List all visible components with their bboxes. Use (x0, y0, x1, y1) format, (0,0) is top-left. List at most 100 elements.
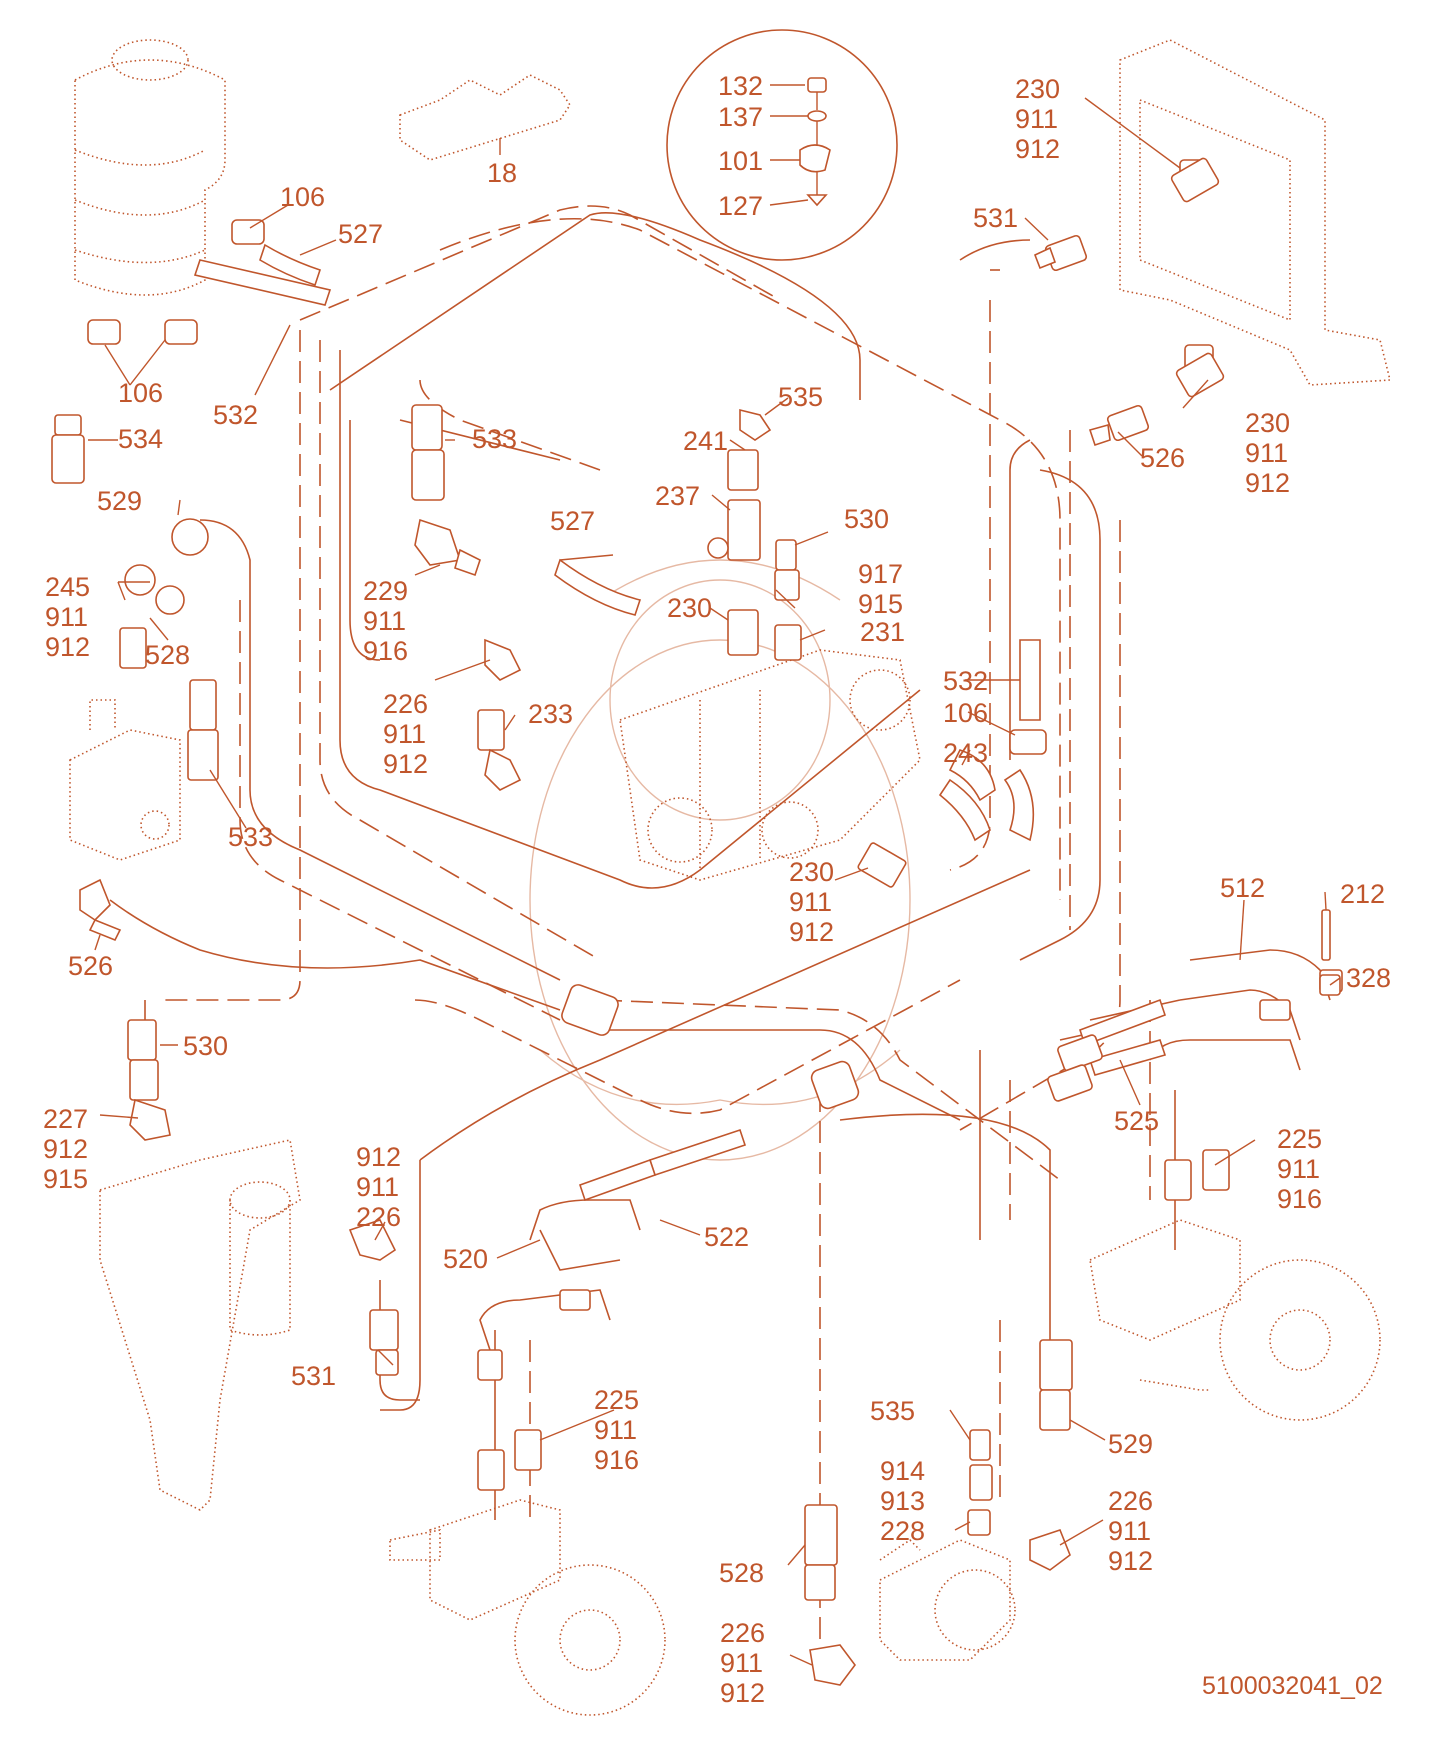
callout-529-right: 529 (1108, 1429, 1153, 1459)
callout-915-227: 915 (43, 1164, 88, 1194)
manifold-left (479, 1179, 641, 1351)
callout-226-bottom: 226 (720, 1618, 765, 1648)
callout-535-top: 535 (778, 382, 823, 412)
callout-227: 227 (43, 1104, 88, 1134)
hose-routing (109, 205, 1176, 1640)
callout-912-531stack: 912 (356, 1142, 401, 1172)
watermark-figure (529, 559, 911, 1161)
filter-assembly (74, 39, 226, 296)
callout-526-left: 526 (68, 951, 113, 981)
callout-916-229: 916 (363, 636, 408, 666)
callout-101: 101 (718, 146, 763, 176)
callout-913: 913 (880, 1486, 925, 1516)
callout-912-226mid: 912 (383, 749, 428, 779)
callout-525: 525 (1114, 1106, 1159, 1136)
callout-916-225right: 916 (1277, 1184, 1322, 1214)
callout-533-left: 533 (228, 822, 273, 852)
callout-911-226bottom: 911 (720, 1648, 763, 1678)
callout-916-225left: 916 (594, 1445, 639, 1475)
callout-528-bottom: 528 (719, 1558, 764, 1588)
callout-527-mid: 527 (550, 506, 595, 536)
callout-231: 231 (860, 617, 905, 647)
callout-237: 237 (655, 481, 700, 511)
callout-233: 233 (528, 699, 573, 729)
callout-912-226right: 912 (1108, 1546, 1153, 1576)
callout-915-917: 915 (858, 589, 903, 619)
callout-911-225right: 911 (1277, 1154, 1320, 1184)
manifold-right (1059, 949, 1343, 1071)
callout-533-top: 533 (472, 424, 517, 454)
callout-229: 229 (363, 576, 408, 606)
drive-motor-center (879, 1538, 1016, 1661)
callout-106-right: 106 (943, 698, 988, 728)
callout-137: 137 (718, 102, 763, 132)
callout-230-pump: 230 (789, 857, 834, 887)
callout-labels: 18 106 527 106 532 534 533 529 245 911 9… (43, 71, 1391, 1708)
detail-inset (666, 29, 898, 261)
callout-911-531stack: 911 (356, 1172, 399, 1202)
callout-911-229: 911 (363, 606, 406, 636)
callout-911-230top: 911 (1015, 104, 1058, 134)
callout-912-227: 912 (43, 1134, 88, 1164)
fittings (51, 157, 1341, 1686)
callout-18: 18 (487, 158, 517, 188)
callout-230-top: 230 (1015, 74, 1060, 104)
callout-530-left: 530 (183, 1031, 228, 1061)
callout-911-230pump: 911 (789, 887, 832, 917)
callout-529-left: 529 (97, 486, 142, 516)
callout-535-bottom: 535 (870, 1396, 915, 1426)
callout-911-245: 911 (45, 602, 88, 632)
callout-230-mid: 230 (667, 593, 712, 623)
callout-911-226right: 911 (1108, 1516, 1151, 1546)
drive-motor-left (389, 1499, 666, 1716)
callout-225-right: 225 (1277, 1124, 1322, 1154)
callout-132: 132 (718, 71, 763, 101)
callout-531-top: 531 (973, 203, 1018, 233)
control-valve-block (69, 699, 181, 861)
callout-534: 534 (118, 424, 163, 454)
callout-912-230top: 912 (1015, 134, 1060, 164)
callout-912-230pump: 912 (789, 917, 834, 947)
callout-526-right: 526 (1140, 443, 1185, 473)
callout-532-right: 532 (943, 666, 988, 696)
callout-531-bottom: 531 (291, 1361, 336, 1391)
callout-225-left: 225 (594, 1385, 639, 1415)
hydraulic-pump (619, 649, 921, 881)
callout-226-531stack: 226 (356, 1202, 401, 1232)
callout-212: 212 (1340, 879, 1385, 909)
document-id: 5100032041_02 (1202, 1672, 1383, 1700)
callout-512: 512 (1220, 873, 1265, 903)
clamp-strip (399, 74, 571, 161)
callout-914: 914 (880, 1456, 925, 1486)
callout-328: 328 (1346, 963, 1391, 993)
callout-228: 228 (880, 1516, 925, 1546)
leader-lines (88, 84, 1341, 1666)
callout-230-right: 230 (1245, 408, 1290, 438)
callout-912-245: 912 (45, 632, 90, 662)
callout-532-top: 532 (213, 400, 258, 430)
callout-127: 127 (718, 191, 763, 221)
callout-226-mid: 226 (383, 689, 428, 719)
callout-226-right: 226 (1108, 1486, 1153, 1516)
callout-911-226mid: 911 (383, 719, 426, 749)
callout-912-230right: 912 (1245, 468, 1290, 498)
callout-520: 520 (443, 1244, 488, 1274)
callout-243: 243 (943, 738, 988, 768)
callout-912-226bottom: 912 (720, 1678, 765, 1708)
mounting-bracket (99, 1139, 301, 1511)
drive-motor-right (1089, 1219, 1381, 1421)
callout-911-230right: 911 (1245, 438, 1288, 468)
callout-522: 522 (704, 1222, 749, 1252)
callout-911-225left: 911 (594, 1415, 637, 1445)
callout-917: 917 (858, 559, 903, 589)
callout-527-top: 527 (338, 219, 383, 249)
callout-241: 241 (683, 426, 728, 456)
callout-106-left: 106 (118, 378, 163, 408)
oil-cooler (1119, 39, 1392, 386)
callout-530-mid: 530 (844, 504, 889, 534)
callout-528-left: 528 (145, 640, 190, 670)
callout-106-top: 106 (280, 182, 325, 212)
callout-245: 245 (45, 572, 90, 602)
